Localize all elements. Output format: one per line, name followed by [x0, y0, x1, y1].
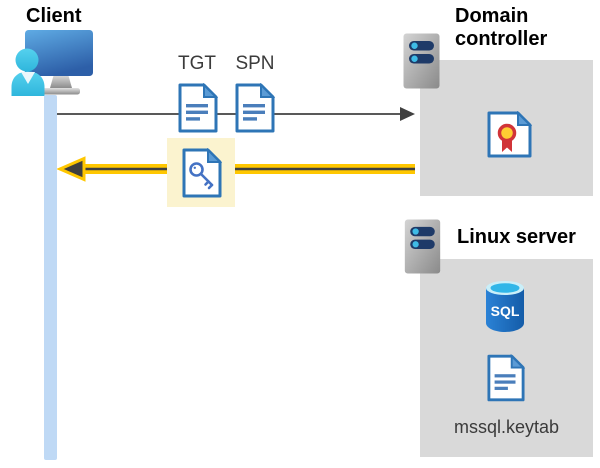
key-document-icon	[182, 148, 222, 198]
user-icon	[11, 48, 45, 96]
spn-document-icon	[235, 83, 275, 133]
sql-badge-label: SQL	[491, 303, 520, 319]
keytab-filename-label: mssql.keytab	[453, 417, 560, 437]
tgt-document-icon	[178, 83, 218, 133]
sql-database-icon: SQL	[486, 281, 524, 332]
domain-controller-server-icon	[403, 33, 440, 89]
tgt-label: TGT	[178, 53, 216, 74]
domain-controller-label: Domain controller	[455, 5, 548, 50]
monitor-icon	[25, 30, 93, 76]
request-arrow-line	[57, 113, 401, 115]
key-icon	[189, 162, 214, 190]
client-workstation-icon	[11, 30, 93, 96]
linux-server-icon	[404, 219, 441, 274]
response-arrow	[56, 156, 415, 182]
request-arrow-head-icon	[400, 107, 415, 121]
client-lifeline-bar	[44, 95, 57, 460]
monitor-stand-icon	[50, 74, 72, 88]
linux-server-label: Linux server	[457, 226, 576, 248]
certificate-icon	[487, 111, 532, 158]
spn-label: SPN	[235, 53, 275, 74]
client-label: Client	[26, 5, 82, 27]
keytab-document-icon	[487, 354, 525, 402]
